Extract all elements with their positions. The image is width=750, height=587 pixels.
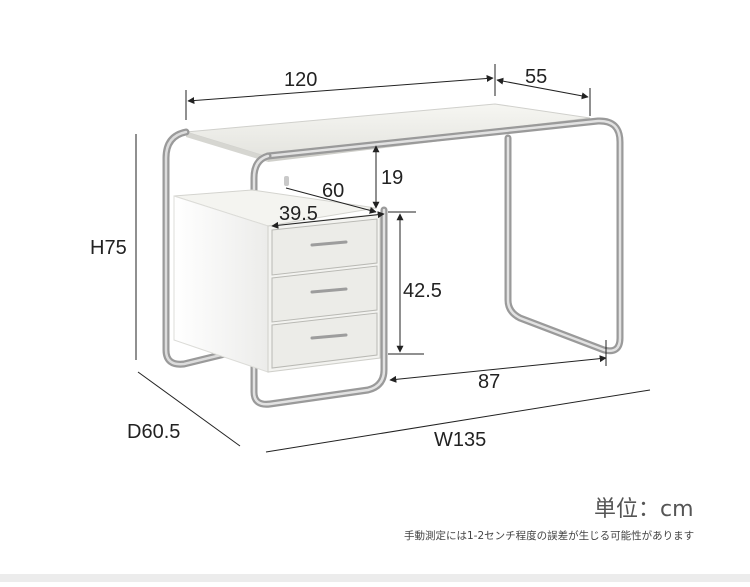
dimension-under-gap: 19 (381, 167, 404, 189)
desk-top (185, 103, 591, 162)
measurement-disclaimer: 手動測定には1-2センチ程度の誤差が生じる可能性があります (404, 530, 695, 542)
chrome-frame (162, 117, 624, 408)
bottom-strip (0, 574, 750, 582)
drawer-cabinet (173, 176, 381, 373)
dimension-top-depth: 55 (525, 66, 548, 88)
dimension-height: H75 (90, 237, 127, 259)
dimension-top-width: 120 (284, 69, 318, 91)
dimension-drawer-diagonal: 60 (322, 180, 345, 202)
dimension-depth: D60.5 (127, 421, 181, 443)
unit-label: 単位：cm (594, 497, 694, 522)
dimension-leg-span: 87 (478, 371, 501, 393)
dimension-lines (135, 64, 651, 453)
dimension-drawer-width: 39.5 (279, 203, 318, 225)
dimension-width: W135 (434, 429, 487, 451)
dimension-drawer-height: 42.5 (403, 280, 442, 302)
